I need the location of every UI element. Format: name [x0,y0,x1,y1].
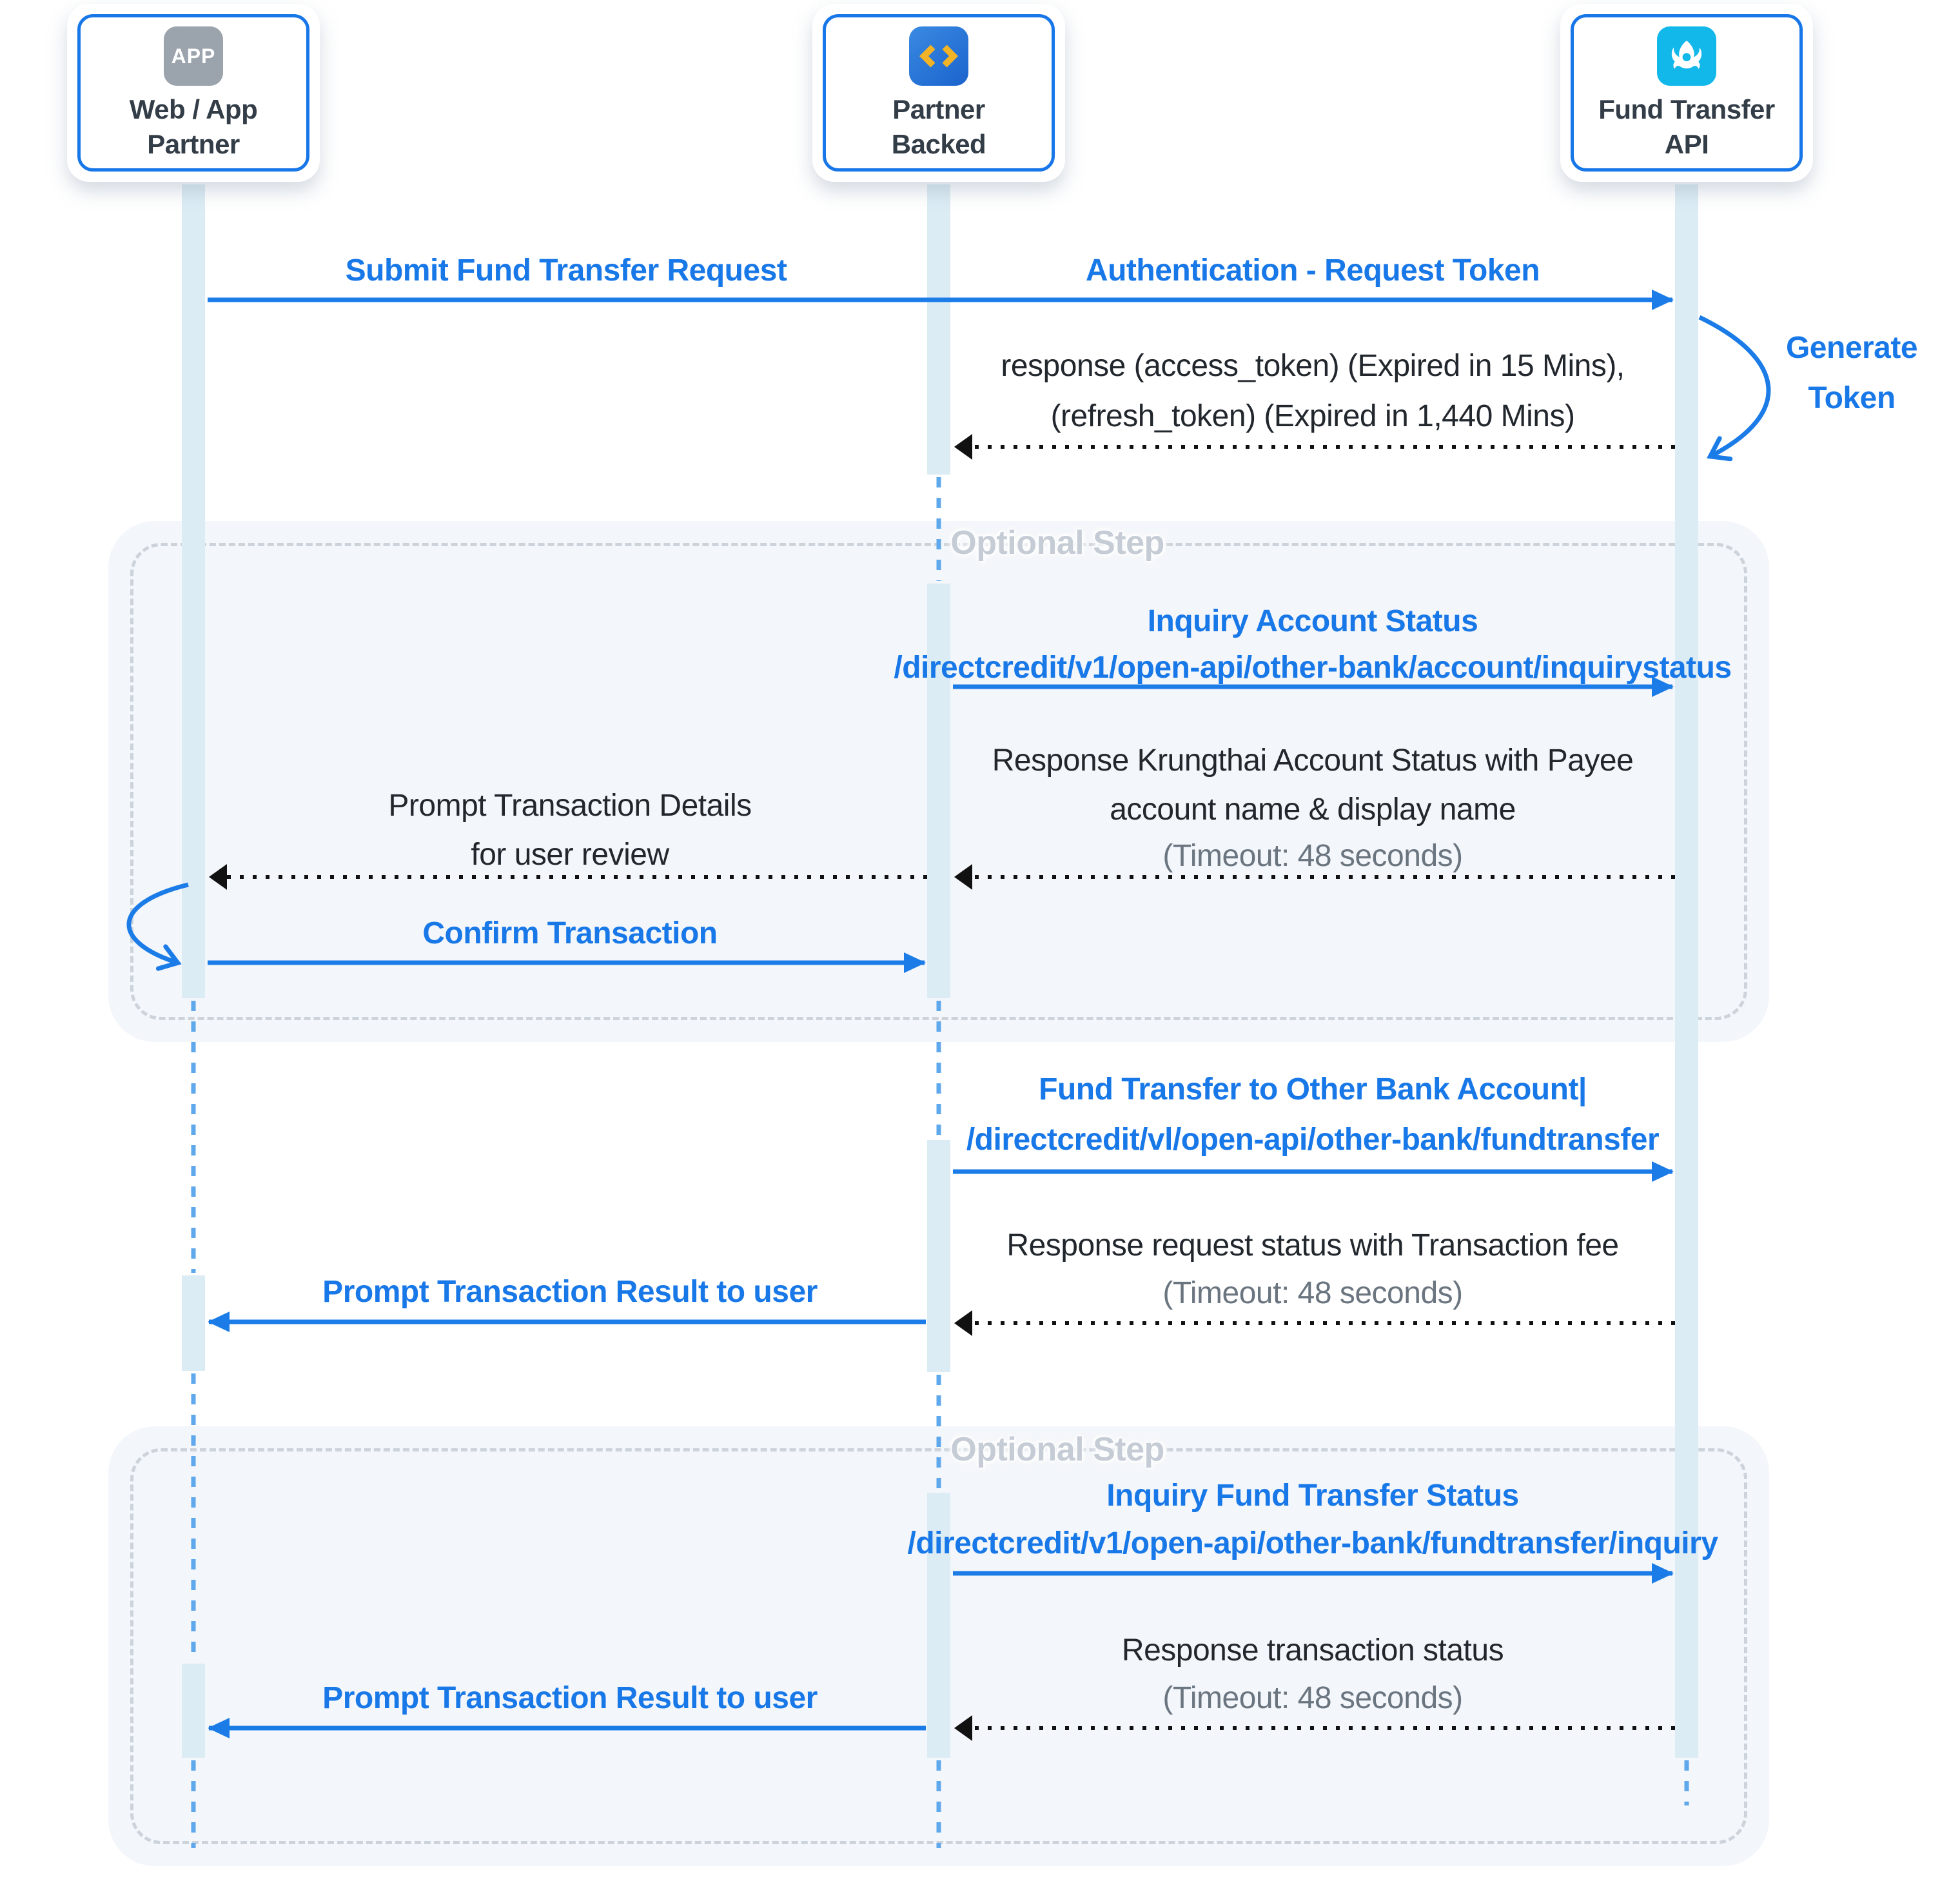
actor-card-fund-transfer-api: Fund Transfer API [1560,4,1813,182]
optional-step-border-2 [130,1448,1747,1844]
actor-label-fund-transfer-api: Fund Transfer API [1598,92,1775,162]
actor-label-line1: Fund Transfer [1598,94,1775,124]
label-prompt-transaction-result-1: Prompt Transaction Result to user [322,1275,818,1309]
label-inquiry-account-status: Inquiry Account Status [1147,604,1478,638]
actor-label-line2: Backed [891,129,986,159]
label-prompt-transaction-details-line1: Prompt Transaction Details [388,789,752,823]
actor-card-web-app-partner: APP Web / App Partner [67,4,320,182]
label-inquiry-account-status-path: /directcredit/v1/open-api/other-bank/acc… [894,651,1732,685]
label-prompt-transaction-result-2: Prompt Transaction Result to user [322,1681,818,1715]
label-submit-fund-transfer-request: Submit Fund Transfer Request [345,253,787,288]
label-fund-transfer-title: Fund Transfer to Other Bank Account| [1039,1072,1587,1106]
label-fund-transfer-path: /directcredit/vl/open-api/other-bank/fun… [966,1123,1660,1157]
actor-border-web-app-partner: APP Web / App Partner [77,14,309,172]
activation-bar-webapp-1 [182,184,205,998]
label-inquiry-account-response-line1: Response Krungthai Account Status with P… [992,743,1634,778]
activation-bar-webapp-3 [182,1664,205,1758]
label-inquiry-fund-transfer-status: Inquiry Fund Transfer Status [1106,1479,1519,1513]
actor-label-line1: Web / App [129,94,258,124]
label-inquiry-fund-transfer-path: /directcredit/v1/open-api/other-bank/fun… [907,1526,1718,1560]
label-timeout-note-1: (Timeout: 48 seconds) [1162,839,1463,873]
self-loop-user-review [126,882,189,971]
code-brackets-glyph [919,44,959,68]
activation-bar-webapp-2 [182,1275,205,1371]
activation-bar-partner-1 [927,184,950,475]
activation-bar-partner-2 [927,584,950,998]
actor-border-partner-backed: Partner Backed [823,14,1055,172]
label-generate-token-line2: Token [1808,381,1896,415]
self-loop-generate-token [1698,315,1771,462]
label-transfer-status-response: Response transaction status [1121,1633,1504,1667]
activation-bar-partner-4 [927,1493,950,1758]
actor-label-line2: Partner [147,129,240,159]
actor-label-partner-backed: Partner Backed [892,92,986,162]
label-authentication-request-token: Authentication - Request Token [1085,253,1540,288]
label-timeout-note-2: (Timeout: 48 seconds) [1162,1276,1463,1310]
activation-bar-fundapi-1 [1675,184,1698,1758]
label-auth-response-line2: (refresh_token) (Expired in 1,440 Mins) [1050,399,1575,433]
response-arrows [209,434,1675,1741]
app-badge-icon: APP [164,26,223,86]
label-inquiry-account-response-line2: account name & display name [1110,792,1516,827]
request-arrows [208,290,1674,1738]
actor-label-line1: Partner [892,94,985,124]
label-timeout-note-3: (Timeout: 48 seconds) [1162,1681,1463,1715]
krungthai-bird-glyph [1671,41,1702,69]
label-prompt-transaction-details-line2: for user review [471,838,669,872]
label-generate-token-line1: Generate [1785,331,1918,365]
krungthai-bird-icon [1657,26,1716,86]
code-brackets-icon [909,26,968,86]
label-confirm-transaction: Confirm Transaction [422,916,718,950]
activation-bar-partner-3 [927,1140,950,1372]
actor-label-web-app-partner: Web / App Partner [130,92,258,162]
actor-label-line2: API [1664,129,1709,159]
actor-card-partner-backed: Partner Backed [812,4,1065,182]
optional-step-label-2: Optional Step [950,1431,1164,1468]
actor-border-fund-transfer-api: Fund Transfer API [1571,14,1803,172]
optional-step-label-1: Optional Step [950,524,1164,562]
lifelines [191,477,1689,1848]
label-auth-response-line1: response (access_token) (Expired in 15 M… [1001,349,1625,383]
label-fund-transfer-response: Response request status with Transaction… [1006,1228,1619,1263]
